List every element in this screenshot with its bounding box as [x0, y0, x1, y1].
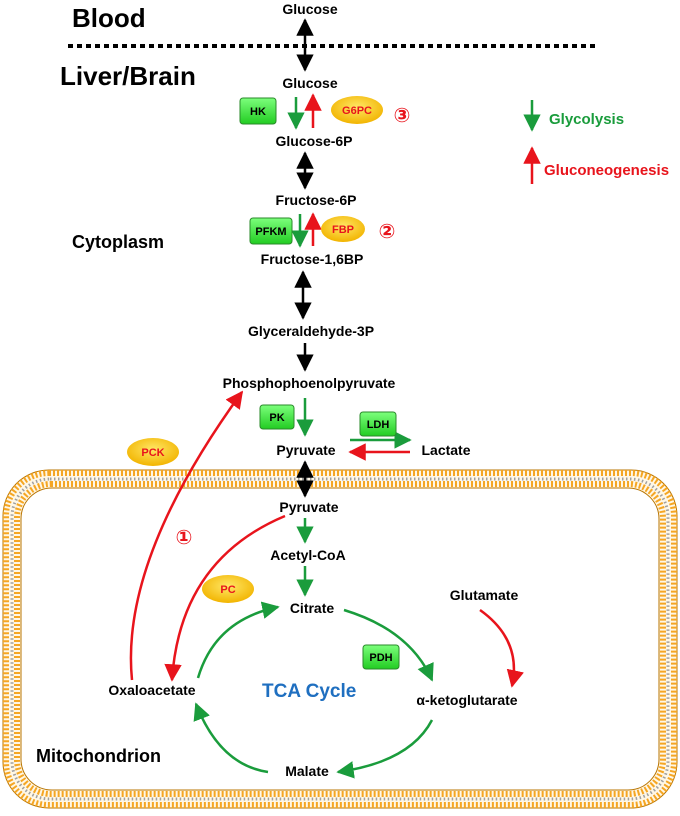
pyruvate-mito: Pyruvate: [279, 499, 338, 515]
legend-gluconeogenesis-label: Gluconeogenesis: [544, 162, 669, 179]
tca-cycle-label: TCA Cycle: [262, 681, 356, 702]
glycolysis-arrows: [193, 97, 434, 779]
citrate: Citrate: [290, 600, 335, 616]
enzyme-pk: PK: [259, 404, 295, 430]
enzyme-pdh: PDH: [362, 644, 400, 670]
alpha-ketoglutarate: α-ketoglutarate: [416, 692, 517, 708]
enzyme-pk-label: PK: [269, 412, 284, 424]
enzyme-ldh-label: LDH: [367, 419, 390, 431]
enzyme-pc: PC: [202, 575, 254, 603]
enzyme-fbp: FBP: [321, 216, 365, 242]
enzyme-pck: PCK: [127, 438, 179, 466]
step-marker-2: ②: [379, 221, 396, 243]
enzyme-ldh: LDH: [359, 411, 397, 437]
oxaloacetate: Oxaloacetate: [108, 682, 195, 698]
malate: Malate: [285, 763, 329, 779]
liver-brain-label: Liver/Brain: [60, 61, 196, 91]
glyceraldehyde-3p: Glyceraldehyde-3P: [248, 323, 374, 339]
legend-glycolysis-label: Glycolysis: [549, 111, 624, 128]
enzyme-fbp-label: FBP: [332, 224, 354, 236]
enzyme-pfkm: PFKM: [249, 217, 293, 245]
cytoplasm-label: Cytoplasm: [72, 232, 164, 252]
enzyme-g6pc-label: G6PC: [342, 105, 372, 117]
glutamate: Glutamate: [450, 587, 519, 603]
phosphoenolpyruvate: Phosphophoenolpyruvate: [223, 375, 396, 391]
enzyme-g6pc: G6PC: [331, 96, 383, 124]
enzyme-pdh-label: PDH: [369, 652, 392, 664]
blood-label: Blood: [72, 3, 146, 33]
mitochondrion-membrane: [2, 469, 678, 809]
acetyl-coa: Acetyl-CoA: [270, 547, 345, 563]
enzyme-pc-label: PC: [220, 584, 235, 596]
enzyme-pfkm-label: PFKM: [255, 226, 286, 238]
lactate: Lactate: [421, 442, 470, 458]
mitochondrion-label: Mitochondrion: [36, 746, 161, 766]
reversible-arrows: [294, 18, 314, 498]
enzyme-hk: HK: [239, 97, 277, 125]
gluconeogenesis-arrows: [129, 93, 524, 688]
step-marker-3: ③: [394, 105, 411, 127]
step-marker-1: ①: [176, 527, 193, 549]
enzyme-hk-label: HK: [250, 106, 266, 118]
fructose-16bp: Fructose-1,6BP: [261, 251, 364, 267]
glucose: Glucose: [282, 75, 337, 91]
glucose-6p: Glucose-6P: [275, 133, 352, 149]
legend: Glycolysis Gluconeogenesis: [523, 100, 669, 184]
pyruvate: Pyruvate: [276, 442, 335, 458]
glucose-blood: Glucose: [282, 1, 337, 17]
enzyme-pck-label: PCK: [141, 447, 164, 459]
fructose-6p: Fructose-6P: [276, 192, 357, 208]
